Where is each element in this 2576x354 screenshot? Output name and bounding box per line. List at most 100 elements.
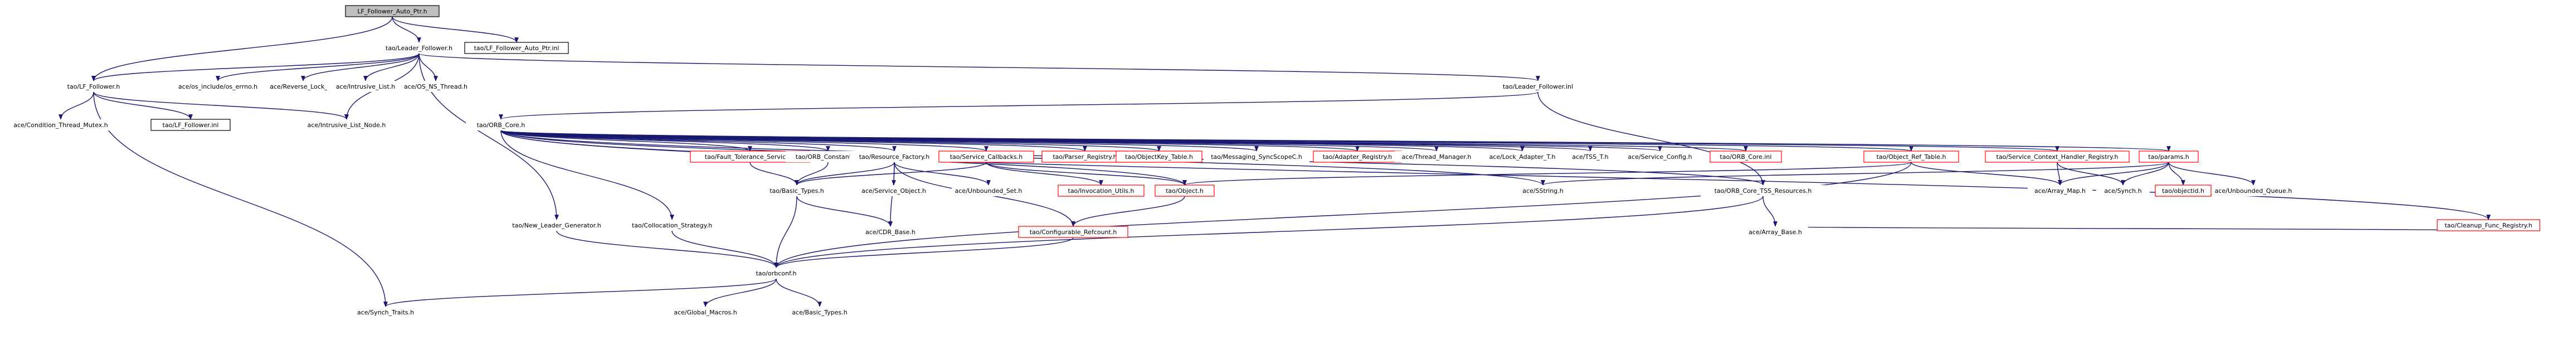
dependency-edge bbox=[703, 278, 777, 307]
dependency-edge bbox=[795, 162, 895, 186]
dependency-edge bbox=[894, 162, 991, 186]
dependency-edge bbox=[2057, 162, 2125, 186]
dependency-edge bbox=[216, 53, 420, 81]
header-node[interactable]: tao/Invocation_Utils.h bbox=[1058, 185, 1145, 197]
dependency-edge bbox=[1071, 196, 1185, 227]
dependency-edge bbox=[749, 162, 799, 186]
node-label: tao/Messaging_SyncScopeC.h bbox=[1211, 153, 1302, 161]
dependency-edge bbox=[301, 53, 420, 81]
header-node[interactable]: tao/Collocation_Strategy.h bbox=[622, 220, 722, 231]
header-node[interactable]: ace/Service_Object.h bbox=[856, 185, 932, 196]
header-node[interactable]: ace/Basic_Types.h bbox=[783, 307, 856, 318]
dependency-edge bbox=[418, 53, 438, 81]
header-node[interactable]: tao/Configurable_Refcount.h bbox=[1018, 226, 1128, 238]
header-node[interactable]: ace/Lock_Adapter_T.h bbox=[1481, 151, 1564, 162]
dependency-edge bbox=[795, 162, 987, 186]
node-label: ace/SString.h bbox=[1522, 187, 1564, 195]
header-node[interactable]: ace/Array_Map.h bbox=[2028, 185, 2092, 196]
node-label: tao/LF_Follower.inl bbox=[163, 122, 219, 129]
dependency-edge bbox=[1541, 162, 2169, 186]
node-label: ace/OS_NS_Thread.h bbox=[404, 83, 468, 90]
header-node[interactable]: tao/Leader_Follower.inl bbox=[1491, 81, 1585, 92]
header-node[interactable]: tao/ORB_Core_TSS_Resources.h bbox=[1701, 185, 1825, 196]
header-node[interactable]: tao/Messaging_SyncScopeC.h bbox=[1204, 151, 1309, 162]
dependency-edge bbox=[392, 16, 421, 43]
dependency-edge bbox=[796, 196, 893, 227]
header-node[interactable]: tao/ObjectKey_Table.h bbox=[1116, 151, 1202, 163]
header-node[interactable]: tao/ORB_Constants.h bbox=[786, 151, 870, 162]
header-node[interactable]: ace/Service_Config.h bbox=[1620, 151, 1700, 162]
header-node[interactable]: ace/Synch_Traits.h bbox=[348, 307, 423, 318]
node-label: tao/Configurable_Refcount.h bbox=[1030, 229, 1117, 236]
header-node[interactable]: tao/objectid.h bbox=[2155, 185, 2212, 197]
header-node[interactable]: ace/Unbounded_Queue.h bbox=[2212, 185, 2295, 196]
node-label: ace/Synch_Traits.h bbox=[357, 309, 414, 316]
dependency-edge bbox=[1774, 226, 2489, 232]
node-label: tao/Basic_Types.h bbox=[770, 187, 824, 195]
dependency-edge bbox=[392, 16, 519, 43]
node-label: tao/objectid.h bbox=[2162, 187, 2204, 195]
node-label: tao/Resource_Factory.h bbox=[859, 153, 930, 161]
node-label: tao/Object_Ref_Table.h bbox=[1876, 153, 1946, 161]
node-label: ace/Service_Config.h bbox=[1628, 153, 1692, 161]
node-label: ace/Unbounded_Queue.h bbox=[2215, 187, 2292, 195]
header-node[interactable]: tao/ORB_Core.h bbox=[466, 119, 536, 130]
header-node[interactable]: tao/Object_Ref_Table.h bbox=[1863, 151, 1959, 163]
header-node[interactable]: tao/Cleanup_Func_Registry.h bbox=[2437, 219, 2540, 231]
node-label: ace/Intrusive_List_Node.h bbox=[308, 122, 386, 129]
header-node[interactable]: ace/Unbounded_Set.h bbox=[952, 185, 1025, 196]
header-node[interactable]: tao/Service_Callbacks.h bbox=[938, 151, 1034, 163]
dependency-edge bbox=[774, 196, 797, 268]
dependency-edge bbox=[383, 278, 777, 307]
dependency-edge bbox=[418, 53, 1540, 81]
header-node[interactable]: tao/LF_Follower.inl bbox=[150, 119, 231, 131]
dependency-edge bbox=[1762, 196, 1778, 227]
header-node[interactable]: ace/Condition_Thread_Mutex.h bbox=[11, 119, 110, 130]
header-node[interactable]: tao/orbconf.h bbox=[743, 268, 809, 279]
node-label: tao/ORB_Core.inl bbox=[1720, 153, 1772, 161]
node-label: ace/Array_Base.h bbox=[1749, 229, 1802, 236]
dependency-edge bbox=[986, 162, 1103, 186]
root-node[interactable]: LF_Follower_Auto_Ptr.h bbox=[345, 5, 440, 17]
header-node[interactable]: ace/CDR_Base.h bbox=[856, 226, 924, 237]
node-label: tao/Leader_Follower.inl bbox=[1503, 83, 1573, 90]
node-label: tao/New_Leader_Generator.h bbox=[512, 222, 601, 229]
header-node[interactable]: tao/Adapter_Registry.h bbox=[1313, 151, 1402, 163]
node-label: tao/ORB_Constants.h bbox=[796, 153, 861, 161]
header-node[interactable]: tao/Parser_Registry.h bbox=[1041, 151, 1128, 163]
header-node[interactable]: ace/Thread_Manager.h bbox=[1395, 151, 1478, 162]
dependency-edge bbox=[93, 91, 193, 120]
node-label: ace/Reverse_Lock_T.h bbox=[270, 83, 336, 90]
node-label: tao/LF_Follower.h bbox=[67, 83, 120, 90]
header-node[interactable]: tao/ORB_Core.inl bbox=[1710, 151, 1782, 163]
header-node[interactable]: tao/params.h bbox=[2139, 151, 2199, 163]
node-label: tao/LF_Follower_Auto_Ptr.inl bbox=[474, 45, 559, 52]
dependency-edge bbox=[91, 16, 393, 81]
header-node[interactable]: ace/Intrusive_List_Node.h bbox=[297, 119, 396, 130]
dependency-edge bbox=[1537, 91, 1765, 186]
header-node[interactable]: ace/Intrusive_List.h bbox=[327, 81, 404, 92]
header-node[interactable]: tao/Leader_Follower.h bbox=[374, 42, 464, 54]
header-node[interactable]: tao/LF_Follower_Auto_Ptr.inl bbox=[464, 42, 569, 54]
header-node[interactable]: ace/Global_Macros.h bbox=[668, 307, 743, 318]
header-node[interactable]: tao/New_Leader_Generator.h bbox=[505, 220, 608, 231]
header-node[interactable]: tao/LF_Follower.h bbox=[57, 81, 130, 92]
node-label: tao/Parser_Registry.h bbox=[1053, 153, 1117, 161]
header-node[interactable]: tao/Service_Context_Handler_Registry.h bbox=[1985, 151, 2130, 163]
dependency-edge bbox=[500, 130, 752, 152]
dependency-edge bbox=[93, 91, 349, 120]
header-node[interactable]: ace/Reverse_Lock_T.h bbox=[261, 81, 345, 92]
header-node[interactable]: ace/OS_NS_Thread.h bbox=[397, 81, 474, 92]
dependency-edge bbox=[774, 162, 1912, 268]
header-node[interactable]: ace/TSS_T.h bbox=[1566, 151, 1614, 162]
header-node[interactable]: tao/Basic_Types.h bbox=[760, 185, 834, 196]
header-node[interactable]: tao/Fault_Tolerance_Service.h bbox=[690, 151, 810, 163]
header-node[interactable]: ace/Array_Base.h bbox=[1742, 226, 1808, 237]
node-label: tao/Cleanup_Func_Registry.h bbox=[2444, 222, 2532, 229]
header-node[interactable]: tao/Object.h bbox=[1155, 185, 1215, 197]
dependency-edge bbox=[93, 91, 388, 307]
header-node[interactable]: ace/SString.h bbox=[1512, 185, 1574, 196]
header-node[interactable]: ace/os_include/os_errno.h bbox=[168, 81, 267, 92]
header-node[interactable]: ace/Synch.h bbox=[2096, 185, 2150, 196]
header-node[interactable]: tao/Resource_Factory.h bbox=[850, 151, 939, 162]
